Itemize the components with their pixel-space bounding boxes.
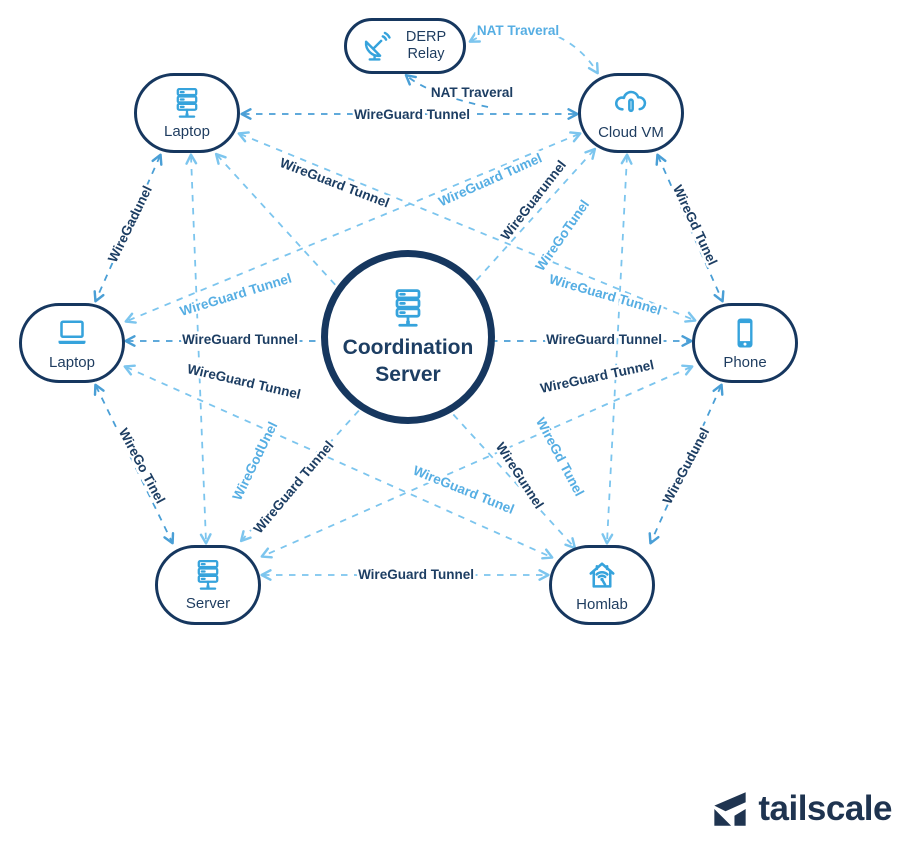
phone-icon	[737, 318, 753, 348]
edge-laptop-top-server	[185, 153, 212, 545]
cloud-icon	[615, 90, 647, 112]
server-stack-icon	[395, 289, 421, 327]
edge-label: WireGuard Tunnel	[182, 332, 298, 347]
laptop-icon	[58, 320, 86, 344]
node-label: Phone	[723, 353, 767, 371]
server-stack-icon	[197, 559, 219, 590]
edge-label: WireGuard Tunnel	[278, 155, 392, 211]
node-cloud-vm: Cloud VM	[578, 73, 684, 153]
node-label: Laptop	[164, 122, 210, 140]
edge-label: WireGadunel	[105, 183, 155, 264]
edge-label: WireGuard Tunnel	[354, 107, 470, 122]
edge-phone-homelab	[648, 383, 724, 545]
edge-label: WireGodUnel	[229, 419, 280, 502]
node-label: Coordination Server	[342, 336, 474, 386]
edge-cloud-vm-homelab	[601, 153, 633, 545]
edge-laptop-left-homelab	[123, 364, 554, 560]
edge-label: WireGudunel	[660, 425, 713, 506]
node-label: Cloud VM	[598, 123, 664, 141]
node-server: Server	[155, 545, 261, 625]
edge-label-nat-traversal: NAT Traveral	[477, 23, 559, 38]
tailscale-logo-icon	[714, 792, 746, 826]
node-label: Laptop	[49, 353, 95, 371]
edge-label: WireGo Tinel	[116, 426, 168, 506]
satellite-icon	[364, 31, 391, 61]
node-phone: Phone	[692, 303, 798, 383]
edge-phone-server	[260, 364, 694, 559]
edge-label: WireGuard Tunel	[411, 463, 516, 517]
node-derp-relay: DERP Relay	[344, 18, 466, 74]
edge-label: WireGuard Tunnel	[546, 332, 662, 347]
node-laptop-left: Laptop	[19, 303, 125, 383]
node-coordination-server: Coordination Server	[321, 250, 495, 424]
tailscale-wordmark: tailscale	[758, 789, 892, 828]
edge-label: WireGd Tunel	[670, 183, 720, 268]
node-label: Server	[185, 594, 231, 612]
node-label: Homlab	[576, 595, 628, 613]
edge-laptop-top-derp-relay	[404, 73, 489, 108]
edge-derp-relay-cloud-vm	[468, 27, 599, 75]
edge-label: WireGuard Tunnel	[358, 567, 474, 582]
node-laptop-top: Laptop	[134, 73, 240, 153]
edge-label: WireGd Tunel	[533, 415, 587, 499]
server-stack-icon	[176, 87, 198, 118]
edge-label: WireGuard Tunnel	[547, 271, 663, 317]
node-label: DERP Relay	[405, 29, 447, 62]
house-wifi-icon	[589, 562, 615, 588]
edge-label: WireGuard Tunnel	[186, 361, 302, 402]
tailscale-logo: tailscale	[711, 789, 892, 829]
node-homelab: Homlab	[549, 545, 655, 625]
edge-label-nat-traversal: NAT Traveral	[431, 85, 513, 100]
